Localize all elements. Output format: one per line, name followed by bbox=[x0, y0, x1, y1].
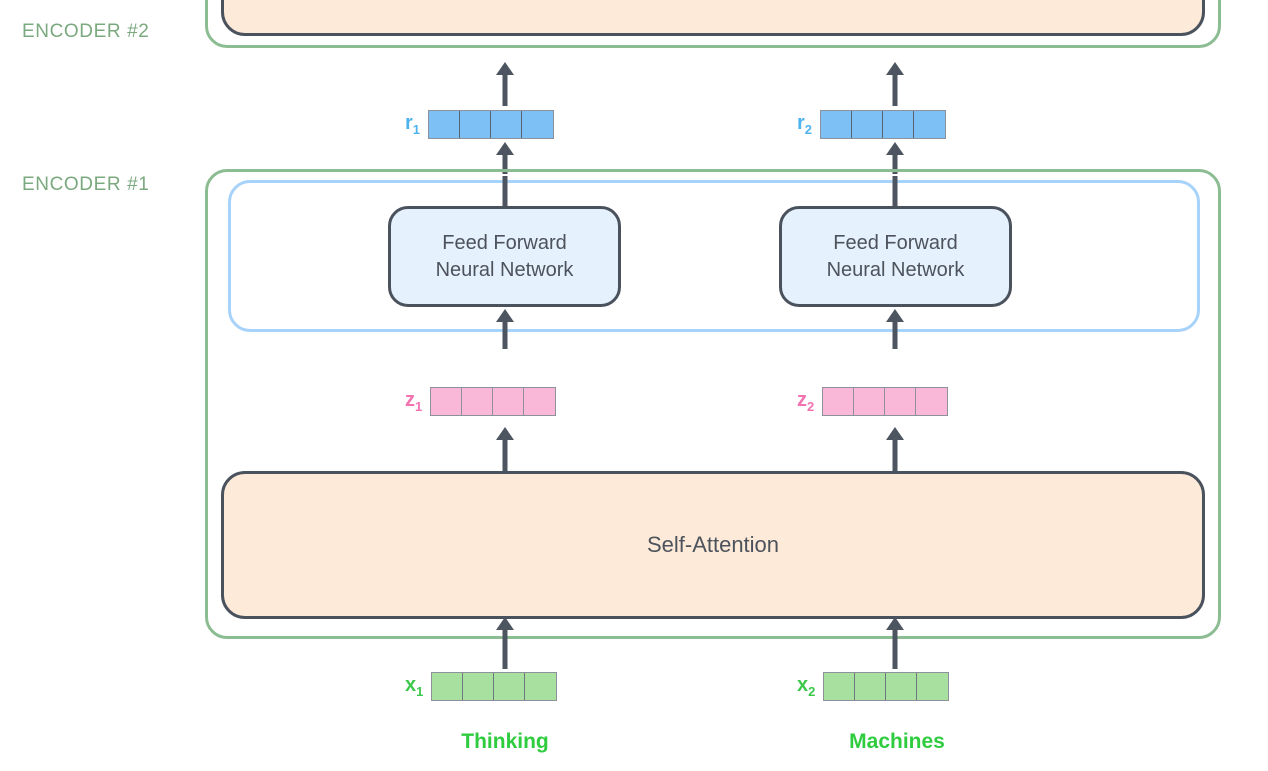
ffn-label-line-2: Neural Network bbox=[826, 258, 965, 281]
vector-cell bbox=[824, 673, 856, 700]
arrowhead bbox=[496, 62, 514, 75]
vector-x1-label: x1 bbox=[405, 674, 424, 699]
vector-x2: x2 bbox=[797, 672, 950, 701]
arrow-r1-to-encoder2 bbox=[496, 62, 514, 106]
encoder-1-label: ENCODER #1 bbox=[22, 174, 150, 195]
arrowhead bbox=[496, 617, 514, 630]
vector-cell bbox=[885, 388, 917, 415]
vector-z1-cells bbox=[430, 387, 557, 416]
vector-cell bbox=[462, 388, 494, 415]
arrow-shaft bbox=[892, 625, 898, 669]
vector-z1: z1 bbox=[405, 387, 557, 416]
arrow-x2-to-self-attention bbox=[886, 617, 904, 669]
vector-x2-cells bbox=[823, 672, 950, 701]
input-word-thinking: Thinking bbox=[461, 730, 549, 753]
vector-cell bbox=[491, 111, 523, 138]
vector-cell bbox=[522, 111, 554, 138]
encoder-2-label: ENCODER #2 bbox=[22, 21, 150, 42]
arrow-z2-to-ffn2 bbox=[886, 309, 904, 349]
feed-forward-sublayer-container bbox=[228, 180, 1200, 332]
vector-r2-cells bbox=[820, 110, 947, 139]
vector-r1-label: r1 bbox=[405, 112, 421, 137]
arrow-shaft bbox=[502, 176, 508, 209]
vector-cell bbox=[463, 673, 495, 700]
vector-cell bbox=[460, 111, 492, 138]
arrowhead bbox=[886, 142, 904, 155]
ffn-label-line-1: Feed Forward bbox=[833, 231, 958, 254]
line-ffn1-output bbox=[496, 176, 514, 209]
self-attention-block-encoder-2 bbox=[221, 0, 1205, 36]
vector-r2: r2 bbox=[797, 110, 947, 139]
line-ffn2-output bbox=[886, 176, 904, 209]
arrow-shaft bbox=[502, 150, 508, 174]
vector-cell bbox=[852, 111, 884, 138]
arrow-z1-to-ffn1 bbox=[496, 309, 514, 349]
vector-cell bbox=[916, 388, 948, 415]
arrowhead bbox=[496, 309, 514, 322]
vector-cell bbox=[914, 111, 946, 138]
vector-cell bbox=[429, 111, 461, 138]
vector-z1-label: z1 bbox=[405, 389, 423, 414]
vector-z2: z2 bbox=[797, 387, 949, 416]
vector-r2-label: r2 bbox=[797, 112, 813, 137]
vector-x1: x1 bbox=[405, 672, 558, 701]
feed-forward-neural-network-1: Feed Forward Neural Network bbox=[388, 206, 621, 307]
arrow-shaft bbox=[892, 176, 898, 209]
arrow-encoder1-to-r2 bbox=[886, 142, 904, 174]
arrow-shaft bbox=[502, 625, 508, 669]
arrowhead bbox=[886, 62, 904, 75]
vector-cell bbox=[883, 111, 915, 138]
vector-z2-label: z2 bbox=[797, 389, 815, 414]
vector-z2-cells bbox=[822, 387, 949, 416]
vector-r1-cells bbox=[428, 110, 555, 139]
arrow-r2-to-encoder2 bbox=[886, 62, 904, 106]
self-attention-label: Self-Attention bbox=[646, 532, 780, 557]
vector-cell bbox=[854, 388, 886, 415]
arrowhead bbox=[496, 427, 514, 440]
arrow-shaft bbox=[502, 435, 508, 471]
vector-cell bbox=[886, 673, 918, 700]
ffn-label-line-1: Feed Forward bbox=[442, 231, 567, 254]
arrow-shaft bbox=[892, 150, 898, 174]
vector-cell bbox=[493, 388, 525, 415]
vector-cell bbox=[524, 388, 556, 415]
arrow-shaft bbox=[892, 317, 898, 349]
arrow-shaft bbox=[502, 70, 508, 106]
vector-cell bbox=[494, 673, 526, 700]
vector-x2-label: x2 bbox=[797, 674, 816, 699]
arrowhead bbox=[496, 142, 514, 155]
ffn-label-line-2: Neural Network bbox=[435, 258, 574, 281]
vector-cell bbox=[432, 673, 464, 700]
arrowhead bbox=[886, 617, 904, 630]
arrow-encoder1-to-r1 bbox=[496, 142, 514, 174]
arrow-self-attention-to-z2 bbox=[886, 427, 904, 471]
feed-forward-neural-network-2: Feed Forward Neural Network bbox=[779, 206, 1012, 307]
vector-cell bbox=[917, 673, 949, 700]
arrowhead bbox=[886, 309, 904, 322]
arrowhead bbox=[886, 427, 904, 440]
arrow-x1-to-self-attention bbox=[496, 617, 514, 669]
encoder-2-container bbox=[205, 0, 1221, 48]
input-word-machines: Machines bbox=[849, 730, 945, 753]
arrow-shaft bbox=[892, 70, 898, 106]
arrow-self-attention-to-z1 bbox=[496, 427, 514, 471]
vector-cell bbox=[431, 388, 463, 415]
encoder-1-container bbox=[205, 169, 1221, 639]
vector-cell bbox=[525, 673, 557, 700]
arrow-shaft bbox=[892, 435, 898, 471]
vector-cell bbox=[855, 673, 887, 700]
vector-x1-cells bbox=[431, 672, 558, 701]
vector-cell bbox=[823, 388, 855, 415]
vector-r1: r1 bbox=[405, 110, 555, 139]
vector-cell bbox=[821, 111, 853, 138]
self-attention-block-encoder-1: Self-Attention bbox=[221, 471, 1205, 619]
arrow-shaft bbox=[502, 317, 508, 349]
